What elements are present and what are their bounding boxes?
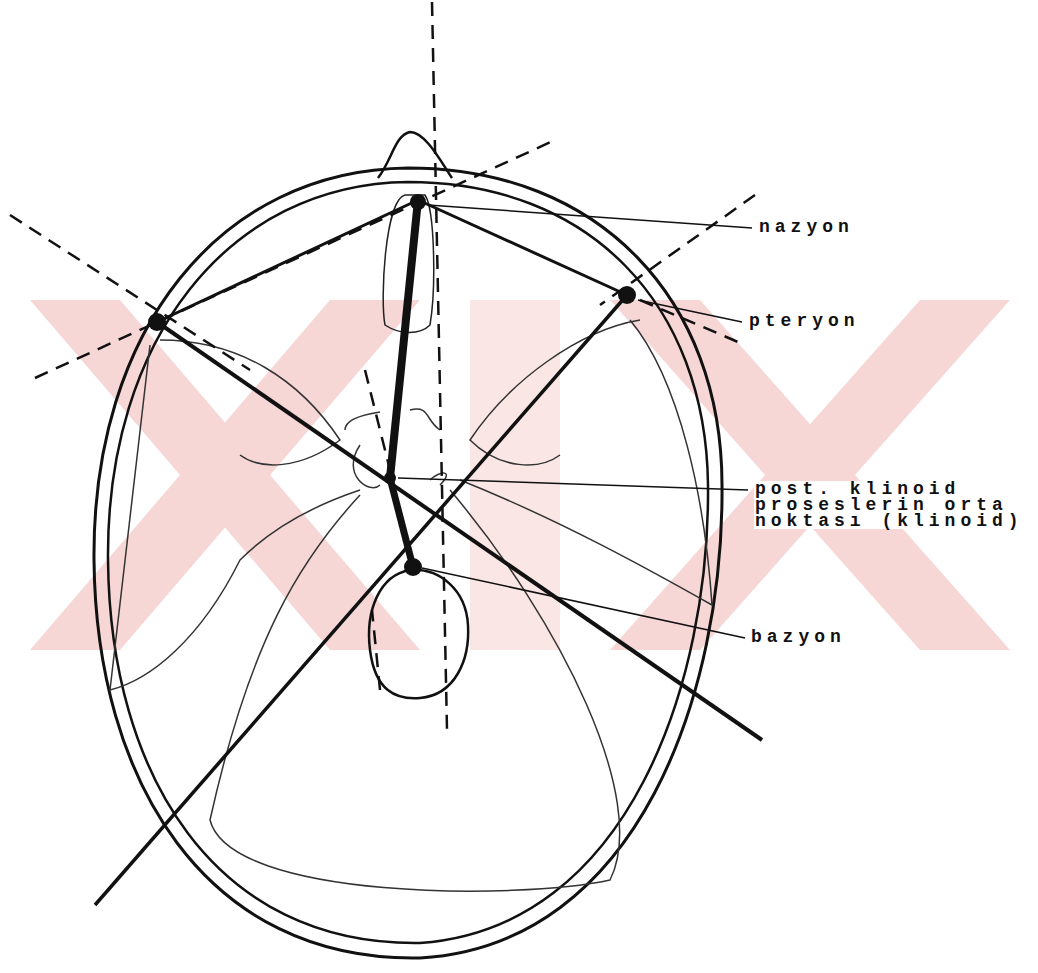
fossa-contours: [110, 320, 712, 891]
foramen-magnum: [369, 570, 468, 698]
landmark-label: post. klinoid proseslerin orta noktası (…: [754, 481, 1031, 529]
measurement-lines: [95, 200, 762, 905]
watermark: [30, 300, 1010, 650]
landmark-label: bazyon: [750, 629, 847, 645]
skull-outer: [94, 168, 722, 958]
leader-lines: [398, 205, 752, 638]
nasal-bump: [378, 132, 452, 178]
landmark-points: [148, 194, 636, 576]
landmark-label: pteryon: [748, 313, 861, 329]
landmark-label: nazyon: [758, 219, 855, 235]
skull-inner: [108, 182, 708, 943]
reference-lines: [10, 2, 755, 730]
